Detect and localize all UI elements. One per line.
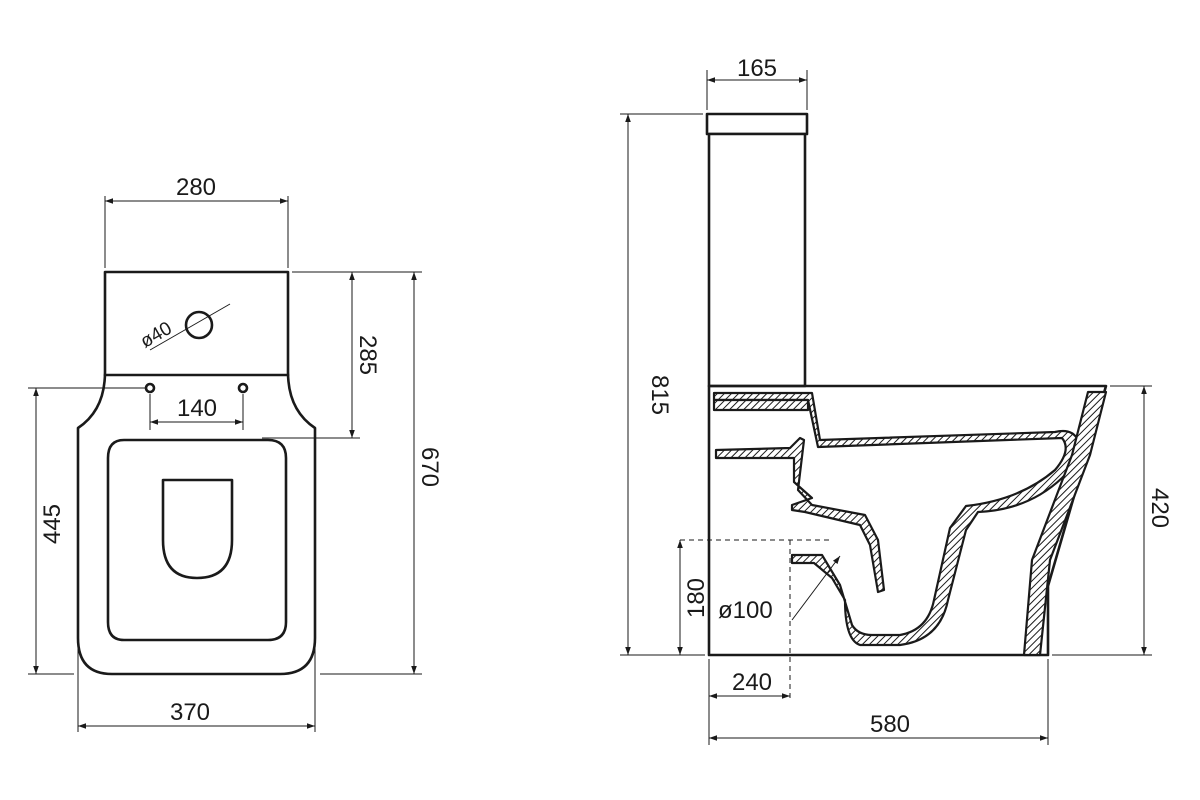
side-bowl-outline — [707, 384, 1108, 657]
dim-label-total-height: 815 — [646, 375, 673, 415]
dim-label-seat-length: 445 — [39, 504, 66, 544]
dim-leader-100 — [791, 555, 841, 621]
dim-label-outlet-diameter: ø100 — [718, 597, 773, 624]
dim-label-tank-depth: 285 — [354, 335, 381, 375]
seat-hole-right-icon — [237, 382, 249, 394]
dim-label-hole-spacing: 140 — [177, 395, 217, 422]
plan-seat-opening — [161, 478, 234, 580]
plan-outline — [76, 270, 317, 676]
side-trap-section — [714, 436, 886, 594]
seat-hole-left-icon — [144, 382, 156, 394]
dim-label-outlet-offset: 240 — [732, 669, 772, 696]
dim-label-outlet-height: 180 — [683, 578, 710, 618]
dim-label-button-hole: ø40 — [137, 318, 176, 353]
dim-label-total-length: 670 — [416, 447, 443, 487]
side-tank-body — [707, 132, 807, 388]
button-hole-icon — [184, 310, 214, 340]
button-hole-leader — [149, 303, 231, 351]
dim-label-bowl-height: 420 — [1146, 488, 1173, 528]
side-front-wall-section — [1022, 390, 1108, 657]
side-tank-lid — [705, 112, 809, 136]
side-rim-channel-section — [712, 398, 810, 412]
plan-seat-outline — [106, 438, 288, 642]
dim-label-total-length-side: 580 — [870, 711, 910, 738]
side-view: 165 815 420 180 ø100 240 580 — [620, 55, 1173, 745]
plan-view: 280 285 670 445 370 140 ø40 — [28, 174, 443, 732]
dim-label-tank-depth-side: 165 — [737, 55, 777, 82]
dim-label-tank-width: 280 — [176, 174, 216, 201]
dim-label-bowl-width: 370 — [170, 699, 210, 726]
